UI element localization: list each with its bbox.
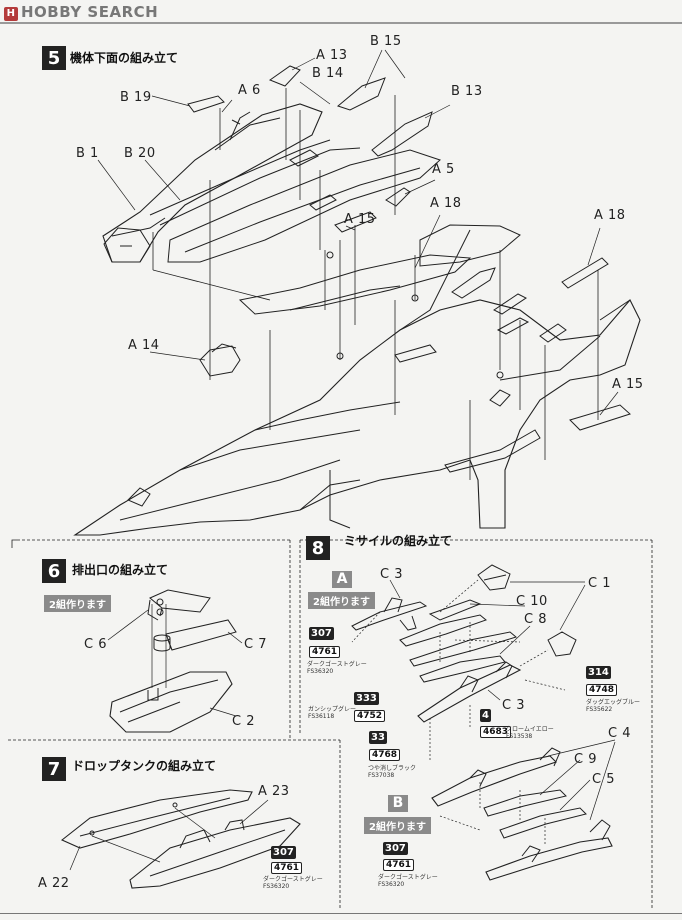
label-b13: B 13: [451, 84, 483, 99]
step-title-6: 排出口の組み立て: [72, 563, 169, 577]
header-rule: [0, 22, 682, 24]
label-c1: C 1: [588, 576, 611, 591]
set-b-quantity-note: 2組作ります: [364, 817, 431, 834]
logo-text: HOBBY SEARCH: [21, 3, 159, 21]
paint-num-307-b: 307: [383, 842, 408, 855]
step-title-8: ミサイルの組み立て: [344, 534, 453, 548]
step-title-5: 機体下面の組み立て: [70, 51, 179, 65]
step-number-8: 8: [306, 536, 330, 560]
label-a13: A 13: [316, 48, 348, 63]
label-a23: A 23: [258, 784, 290, 799]
label-b1: B 1: [76, 146, 99, 161]
step8-missile-drawing: [351, 564, 616, 881]
label-b20: B 20: [124, 146, 156, 161]
paint-code-4761-b: 4761: [383, 859, 415, 871]
label-c9: C 9: [574, 752, 597, 767]
set-a-badge: A: [332, 571, 352, 588]
step-title-7: ドロップタンクの組み立て: [72, 759, 217, 773]
label-b14: B 14: [312, 66, 344, 81]
label-c7: C 7: [244, 637, 267, 652]
label-c3-lower: C 3: [502, 698, 525, 713]
label-a6: A 6: [238, 83, 261, 98]
paint-code-4748: 4748: [586, 684, 618, 696]
label-c3-upper: C 3: [380, 567, 403, 582]
paint-code-4761-step7: 4761: [271, 862, 303, 874]
paint-code-4683: 4683: [480, 726, 512, 738]
label-a5: A 5: [432, 162, 455, 177]
paint-code-4752: 4752: [354, 710, 386, 722]
set-a-quantity-note: 2組作ります: [308, 592, 375, 609]
paint-code-4761-a: 4761: [309, 646, 341, 658]
paint-num-33: 33: [369, 731, 387, 744]
label-c10: C 10: [516, 594, 548, 609]
step-number-5: 5: [42, 46, 66, 70]
label-a15-upper: A 15: [344, 212, 376, 227]
label-c4: C 4: [608, 726, 631, 741]
label-a22: A 22: [38, 876, 70, 891]
step7-droptank-drawing: [60, 789, 301, 889]
label-a18-upper: A 18: [430, 196, 462, 211]
paint-num-4: 4: [480, 709, 491, 722]
paint-num-333: 333: [354, 692, 379, 705]
label-c6: C 6: [84, 637, 107, 652]
paint-code-4768: 4768: [369, 749, 401, 761]
footer-rule: [0, 913, 682, 914]
label-a18-right: A 18: [594, 208, 626, 223]
label-c5: C 5: [592, 772, 615, 787]
label-a15-right: A 15: [612, 377, 644, 392]
step5-fuselage-drawing: [73, 49, 641, 536]
label-c2: C 2: [232, 714, 255, 729]
step6-quantity-note: 2組作ります: [44, 595, 111, 612]
paint-num-307-a: 307: [309, 627, 334, 640]
step6-exhaust-drawing: [107, 589, 243, 733]
label-b15: B 15: [370, 34, 402, 49]
label-a14: A 14: [128, 338, 160, 353]
paint-num-314: 314: [586, 666, 611, 679]
label-b19: B 19: [120, 90, 152, 105]
step-number-6: 6: [42, 559, 66, 583]
paint-num-307-step7: 307: [271, 846, 296, 859]
label-c8: C 8: [524, 612, 547, 627]
step-number-7: 7: [42, 757, 66, 781]
set-b-badge: B: [388, 795, 408, 812]
